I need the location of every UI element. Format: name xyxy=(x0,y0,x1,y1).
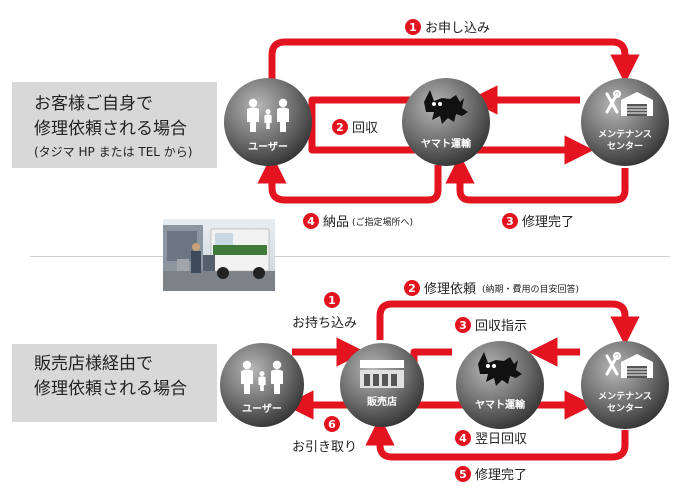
case1-node-maintenance: メンテナンス センター xyxy=(581,78,669,166)
case2-step4-number: 4 xyxy=(459,432,467,445)
case2-step3-text: 回収指示 xyxy=(475,319,527,334)
case2-step6-number: 6 xyxy=(328,418,336,431)
case1-label-box: お客様ご自身で 修理依頼される場合 (タジマ HP または TEL から) xyxy=(12,82,217,168)
step-number-badge xyxy=(303,213,319,229)
case1-label-line1: お客様ご自身で xyxy=(34,94,153,114)
case2-step6-text: お引き取り xyxy=(292,440,357,455)
step-number-badge xyxy=(455,430,471,446)
case2-step5-label: 5 修理完了 xyxy=(455,466,527,483)
case2-arrow-step5 xyxy=(365,416,629,461)
case2-step2-number: 2 xyxy=(408,282,416,295)
step-number-badge xyxy=(404,280,420,296)
case2-node-yamato: ヤマト運輸 xyxy=(456,341,544,429)
case1-step4-number: 4 xyxy=(307,215,315,228)
step-number-badge xyxy=(405,19,421,35)
case2-node-shop: 販売店 xyxy=(340,343,424,427)
case2-step1-label: 1 お持ち込み xyxy=(292,292,357,331)
section-divider xyxy=(30,256,670,257)
step-number-badge xyxy=(324,292,340,308)
case1-node-maintenance-label2: センター xyxy=(607,140,643,152)
case1-step1-number: 1 xyxy=(409,21,417,34)
case2-label-line2: 修理依頼される場合 xyxy=(34,379,187,399)
case2-node-yamato-label: ヤマト運輸 xyxy=(475,398,526,411)
case1-node-yamato-label: ヤマト運輸 xyxy=(421,137,472,150)
case2-step2-label: 2 修理依頼 (納期・費用の目安回答) xyxy=(404,280,579,297)
case2-node-user: ユーザー xyxy=(220,343,304,427)
case1-step3-text: 修理完了 xyxy=(522,215,574,230)
step-number-badge xyxy=(502,213,518,229)
case2-step1-text: お持ち込み xyxy=(292,316,357,331)
case1-node-user: ユーザー xyxy=(224,78,312,166)
case1-step4-note: (ご指定場所へ) xyxy=(352,216,413,228)
step-number-badge xyxy=(332,119,348,135)
case1-arrow-step3 xyxy=(445,154,629,204)
case1-step3-number: 3 xyxy=(506,215,514,228)
delivery-truck-photo xyxy=(163,219,275,291)
case2-step1-number: 1 xyxy=(328,294,336,307)
case1-arrow-step4 xyxy=(257,154,442,204)
case2-node-maintenance: メンテナンス センター xyxy=(581,341,669,429)
case1-step2-number: 2 xyxy=(336,121,344,134)
case1-step3-label: 3 修理完了 xyxy=(502,213,574,230)
case1-step2-text: 回収 xyxy=(352,121,378,136)
case2-step4-text: 翌日回収 xyxy=(475,432,527,447)
step-number-badge xyxy=(324,416,340,432)
case2-step2-text: 修理依頼 xyxy=(424,282,476,297)
case2-step3-number: 3 xyxy=(459,319,467,332)
case1-step1-label: 1 お申し込み xyxy=(405,19,490,36)
shop-icon xyxy=(360,360,404,388)
case2-step5-number: 5 xyxy=(459,468,467,481)
case1-node-yamato: ヤマト運輸 xyxy=(402,78,490,166)
case2-label-box: 販売店様経由で 修理依頼される場合 xyxy=(12,344,217,422)
case1-step4-text: 納品 xyxy=(323,215,349,230)
case2-node-user-label: ユーザー xyxy=(242,403,282,415)
case2-step2-note: (納期・費用の目安回答) xyxy=(482,283,579,295)
case2-step6-label: 6 お引き取り xyxy=(292,416,357,455)
case2-step3-label: 3 回収指示 xyxy=(455,317,527,334)
case1-step4-label: 4 納品 (ご指定場所へ) xyxy=(303,213,413,230)
case1-label-sub: (タジマ HP または TEL から) xyxy=(34,145,193,159)
case1-node-maintenance-label1: メンテナンス xyxy=(598,129,652,140)
case2-step5-text: 修理完了 xyxy=(475,468,527,483)
step-number-badge xyxy=(455,466,471,482)
step-number-badge xyxy=(455,317,471,333)
case1-arrow-step1 xyxy=(268,38,640,84)
case2-arrow-step2 xyxy=(376,300,640,346)
case1-step1-text: お申し込み xyxy=(425,21,490,36)
case2-node-maintenance-label1: メンテナンス xyxy=(598,391,652,402)
case1-step2-label: 2 回収 xyxy=(332,119,378,136)
case2-node-maintenance-label2: センター xyxy=(607,402,643,414)
case2-node-shop-label: 販売店 xyxy=(367,395,397,408)
case1-node-user-label: ユーザー xyxy=(248,141,288,153)
case1-label-line2: 修理依頼される場合 xyxy=(34,119,187,139)
case2-step4-label: 4 翌日回収 xyxy=(455,430,527,447)
case2-label-line1: 販売店様経由で xyxy=(34,354,153,374)
